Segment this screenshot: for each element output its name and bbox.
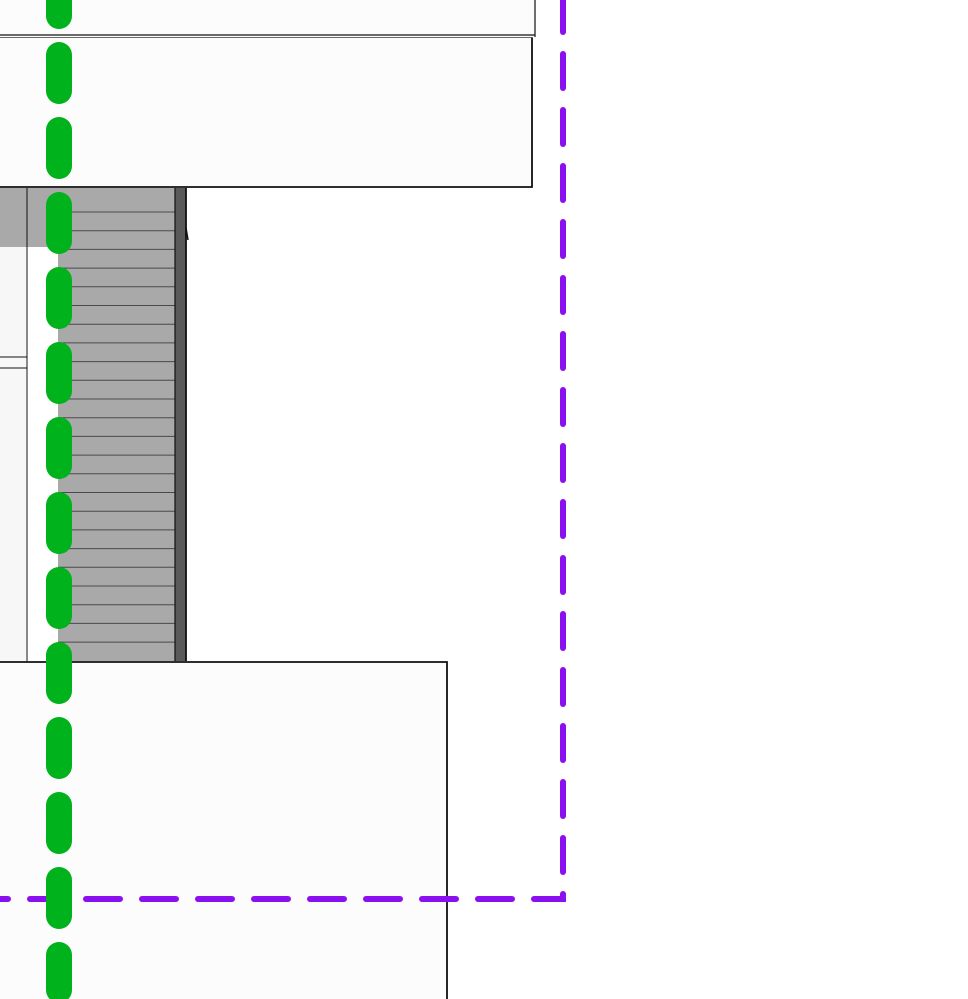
lower-block (0, 661, 448, 999)
left-panel-fill (0, 247, 26, 661)
lower-block-fill (0, 662, 447, 999)
upper-block-outline (0, 38, 533, 188)
top-strip (0, 0, 536, 39)
hatched-wall (58, 188, 189, 661)
top-strip-fill (0, 0, 536, 37)
property-line (0, 0, 566, 902)
upper-block (0, 38, 533, 188)
lower-block-outline (0, 661, 448, 999)
hatched-wall-lines (58, 211, 186, 643)
hatched-wall-notch (185, 227, 189, 241)
hatched-wall-fill (58, 188, 175, 661)
hatched-wall-post (175, 188, 186, 661)
upper-block-fill (0, 38, 532, 187)
left-panel (0, 188, 60, 661)
